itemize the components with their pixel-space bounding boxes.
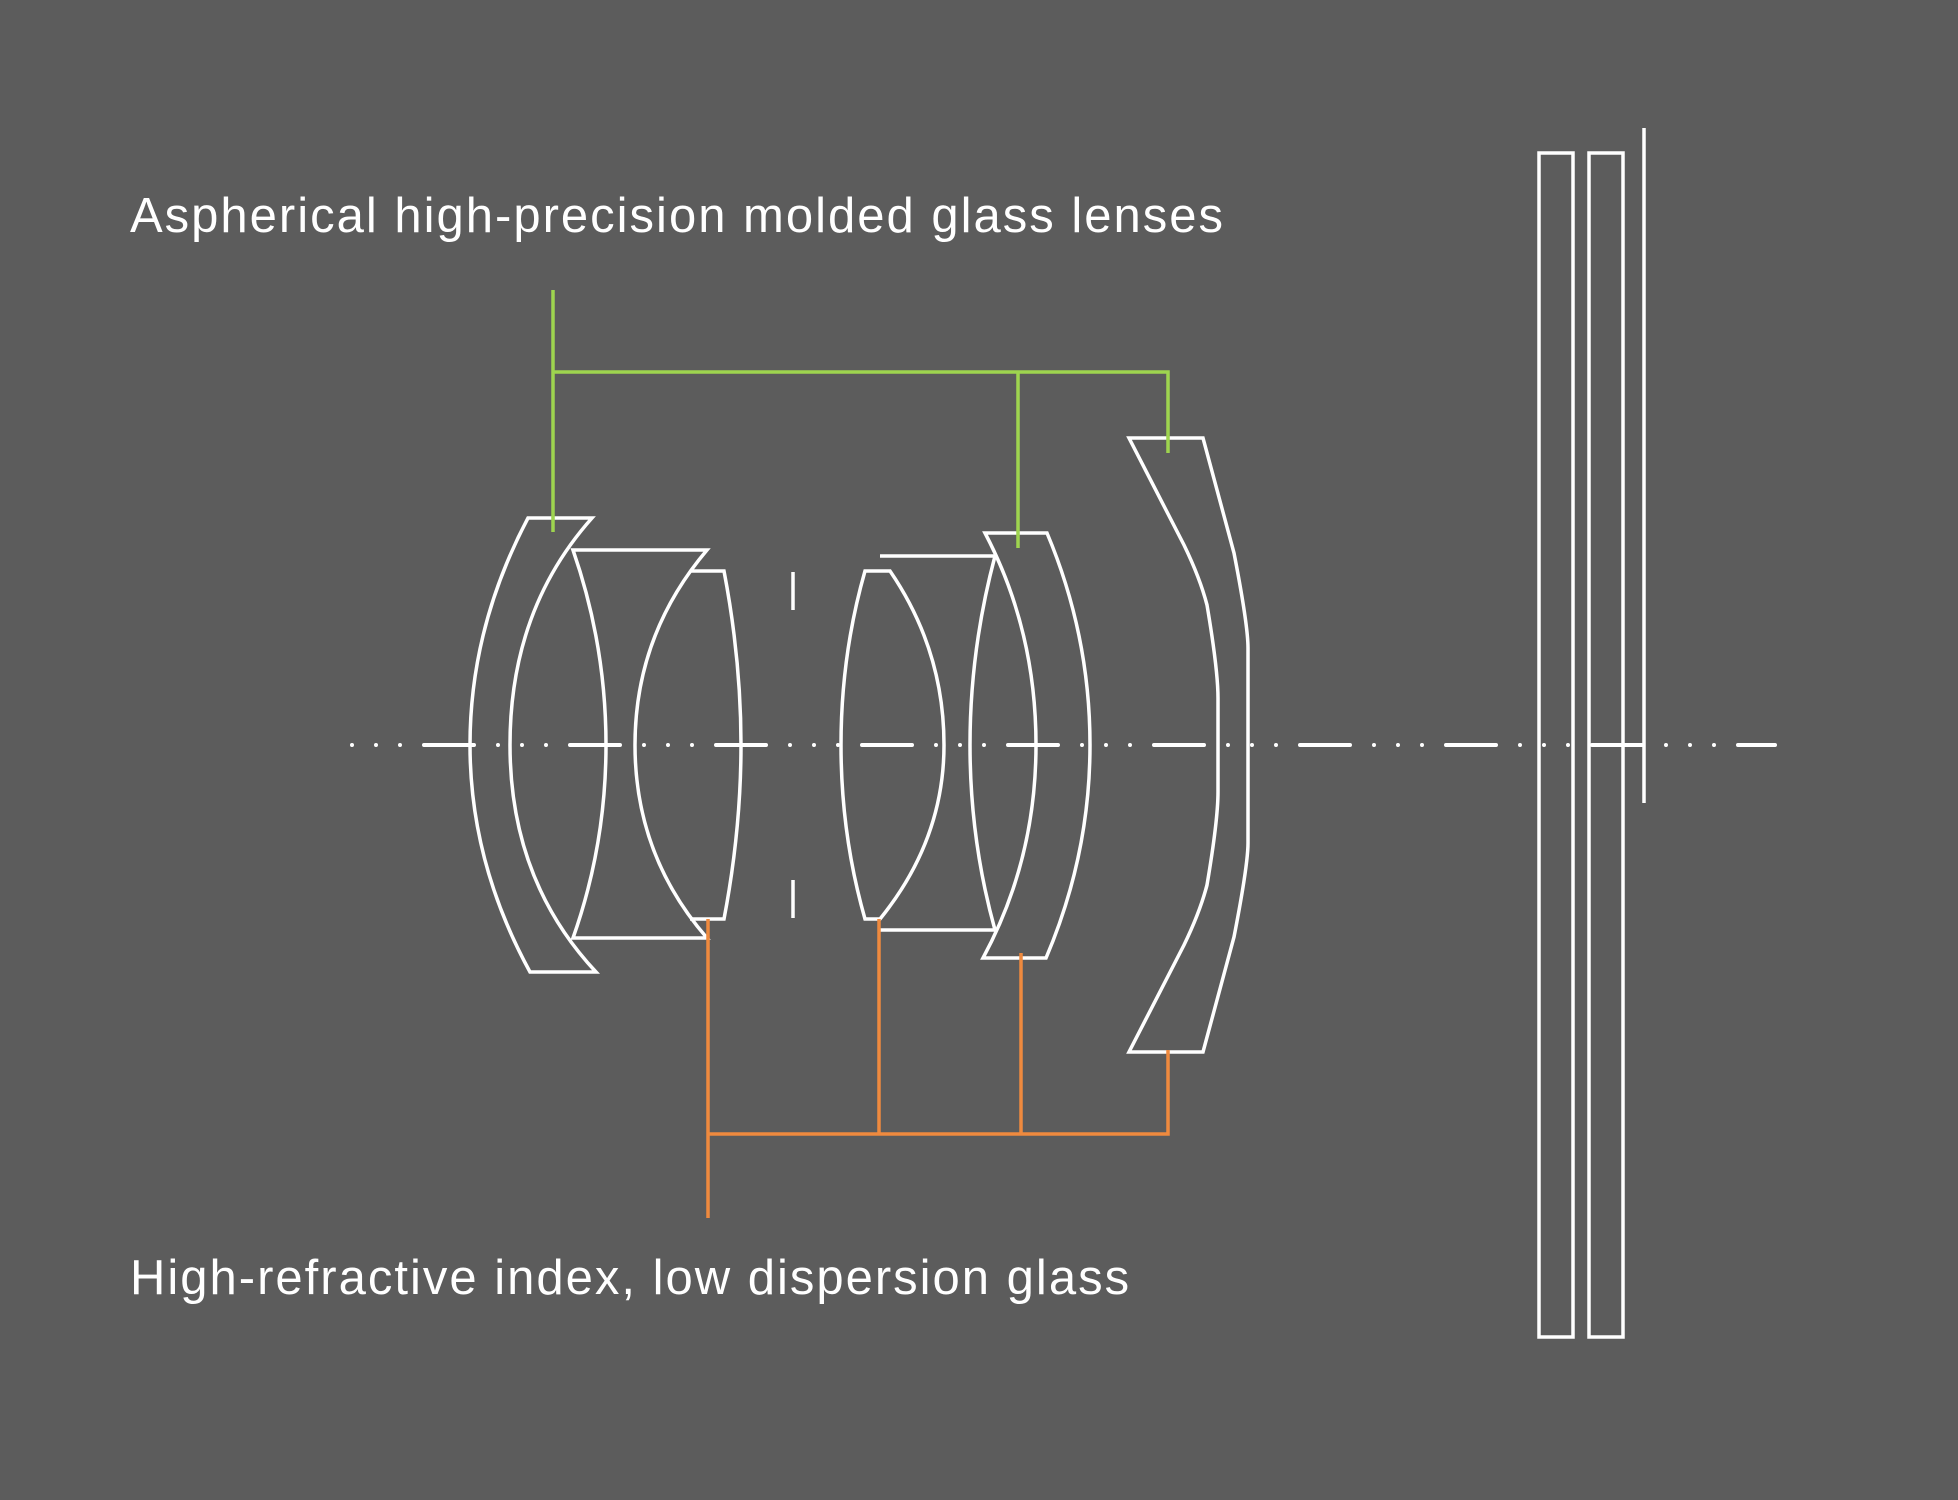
aspherical-leaders (551, 290, 1170, 548)
lens-element-5 (880, 554, 998, 932)
lens-group (468, 128, 1646, 1339)
filter-plate-2 (1587, 151, 1625, 1339)
lens-element-6 (980, 531, 1092, 960)
aspherical-label: Aspherical high-precision molded glass l… (130, 189, 1226, 243)
aspherical-leader-bracket (553, 370, 1170, 453)
lens-element-3 (690, 569, 743, 921)
high-refractive-label: High-refractive index, low dispersion gl… (130, 1251, 1132, 1305)
high-refractive-leaders (706, 919, 1170, 1218)
high-refractive-leader-bracket (708, 1050, 1170, 1136)
lens-element-7 (1126, 436, 1250, 1054)
filter-plate-1 (1537, 151, 1575, 1339)
lens-element-1 (468, 516, 601, 974)
